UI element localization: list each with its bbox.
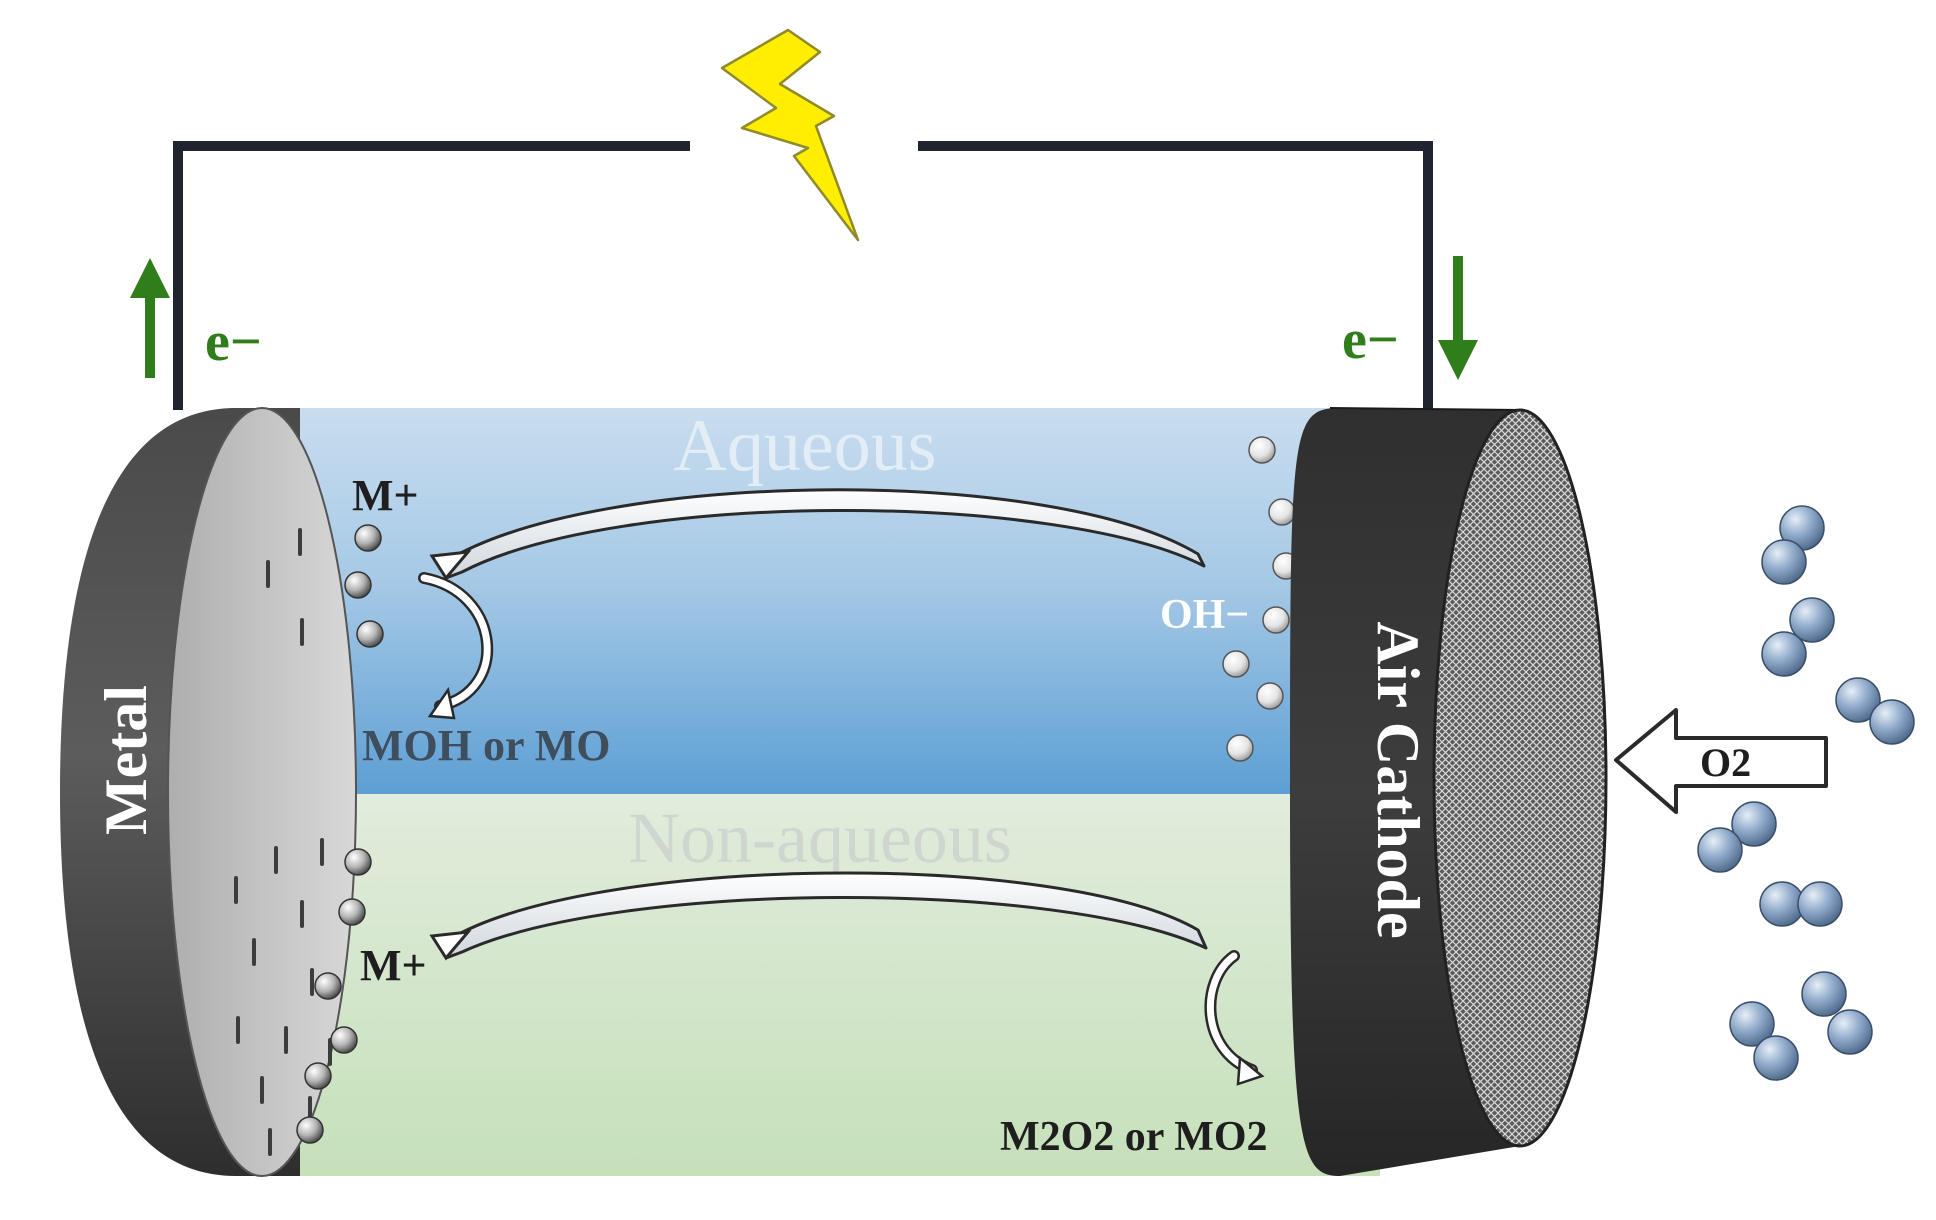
- electron-label-right: e−: [1342, 309, 1399, 371]
- o2-molecule: [1761, 597, 1835, 677]
- metal-ion-label-bottom: M+: [360, 941, 427, 990]
- hydroxide-ions: [1222, 436, 1300, 762]
- arrow-down-icon: [1438, 256, 1478, 380]
- o2-molecule: [1729, 1001, 1799, 1081]
- cathode-label: Air Cathode: [1365, 621, 1431, 938]
- metal-anode: Metal: [60, 407, 357, 1177]
- metal-ion-label-top: M+: [352, 471, 419, 520]
- oxygen-label: O2: [1700, 740, 1751, 785]
- aqueous-electrolyte: [250, 408, 1380, 794]
- anode-label: Metal: [93, 685, 159, 835]
- product-label-aqueous: MOH or MO: [362, 721, 610, 770]
- o2-molecule: [1759, 881, 1843, 927]
- ion-transport-arc-bottom: [429, 871, 1208, 961]
- metal-pits: [234, 528, 332, 1156]
- metal-ions-nonaqueous: [296, 848, 372, 1144]
- o2-molecule: [1761, 505, 1825, 585]
- metal-ions-aqueous: [344, 524, 384, 648]
- reaction-arrow-nonaqueous: [1204, 950, 1265, 1086]
- wire-right: [918, 141, 1433, 410]
- o2-molecule: [1697, 801, 1777, 873]
- metal-anode-face: [167, 407, 357, 1177]
- lightning-bolt-icon: [720, 28, 860, 242]
- ion-transport-arc-top: [429, 488, 1206, 581]
- aqueous-label: Aqueous: [673, 405, 936, 487]
- non-aqueous-electrolyte: [250, 794, 1380, 1176]
- external-circuit: [173, 141, 1433, 410]
- o2-molecule: [1835, 677, 1915, 745]
- wire-left: [173, 141, 690, 410]
- arrow-up-icon: [130, 258, 170, 378]
- hydroxide-label: OH−: [1160, 592, 1249, 638]
- reaction-arrow-aqueous: [418, 572, 494, 720]
- hollow-arrow-left-icon: [1614, 708, 1828, 814]
- air-cathode: Air Cathode: [1290, 407, 1608, 1176]
- cathode-mesh-face: [1432, 408, 1608, 1148]
- o2-molecule: [1801, 971, 1873, 1055]
- oxygen-molecules: [1697, 505, 1915, 1081]
- product-label-nonaqueous: M2O2 or MO2: [1000, 1114, 1268, 1160]
- electron-label-left: e−: [205, 311, 262, 373]
- non-aqueous-label: Non-aqueous: [628, 798, 1012, 878]
